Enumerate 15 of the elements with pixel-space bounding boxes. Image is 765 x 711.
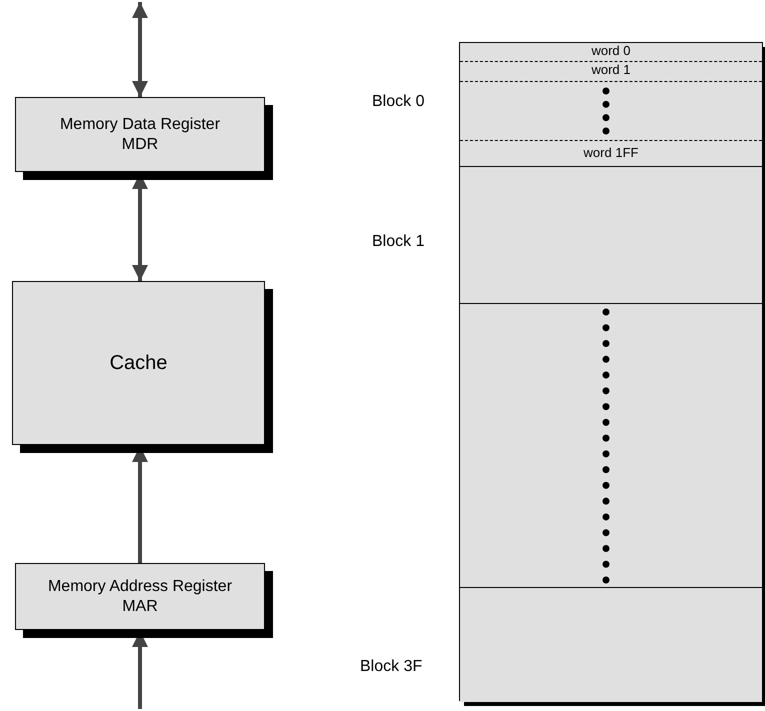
arrow	[132, 2, 148, 97]
register-abbreviation: MAR	[122, 596, 158, 616]
register-name: Cache	[110, 353, 168, 373]
block-label: Block 1	[372, 233, 424, 251]
memory-word	[460, 62, 762, 82]
register-name: Memory Address Register	[48, 576, 232, 596]
word-label: word 1FF	[584, 145, 638, 160]
word-label: word 0	[591, 43, 631, 58]
memory-word	[460, 43, 762, 62]
register-name: Memory Data Register	[60, 114, 220, 134]
word-label: word 1	[591, 62, 631, 77]
register-abbreviation: MDR	[122, 134, 158, 154]
memory-block	[460, 303, 762, 587]
block-label: Block 0	[372, 93, 424, 111]
block-label: Block 3F	[360, 658, 422, 676]
